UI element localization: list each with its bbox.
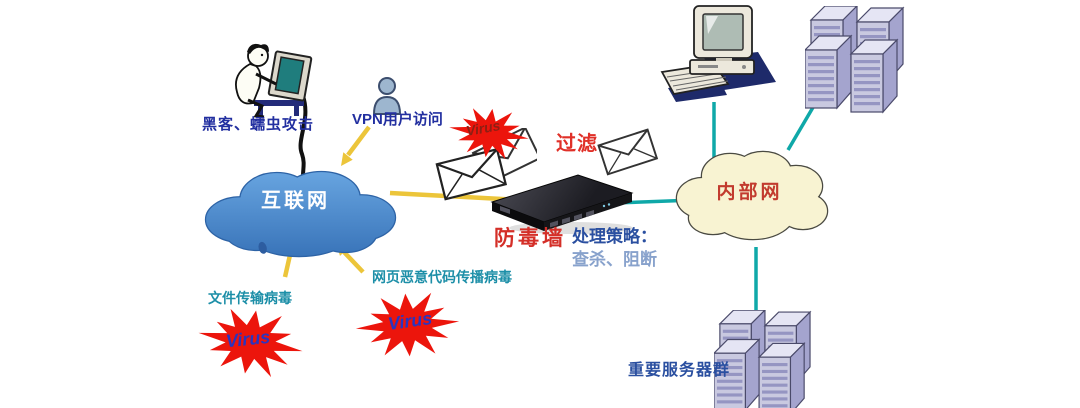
clean-mail-icon: [597, 128, 659, 176]
important-servers-label: 重要服务器群: [628, 362, 731, 379]
desktop-computer-icon: [660, 5, 776, 102]
internet-cloud-label: 互联网: [261, 190, 330, 212]
web-virus-label: 网页恶意代码传播病毒: [372, 269, 512, 285]
hacker-label: 黑客、蠕虫攻击: [202, 116, 315, 133]
internet-cloud: [204, 170, 397, 258]
file-virus-arrow-line: [282, 254, 293, 278]
policy-title: 处理策略：: [572, 227, 657, 246]
file-virus-label: 文件传输病毒: [208, 290, 292, 306]
server-group-top-icon: [805, 6, 904, 113]
vpn-user-icon: [372, 77, 402, 115]
vpn-arrow-head: [341, 152, 353, 166]
filter-label: 过滤: [556, 133, 598, 155]
hacker-at-computer-icon: [235, 43, 313, 119]
policy-body: 查杀、阻断: [572, 250, 657, 269]
vpn-arrow-line: [346, 125, 371, 157]
firewall-label: 防毒墙: [494, 227, 566, 250]
vpn-user-label: VPN用户访问: [352, 111, 443, 128]
intranet-cloud-label: 内部网: [716, 182, 783, 203]
firewall-device: [490, 174, 634, 234]
intranet-cloud: [675, 150, 829, 241]
web-virus-arrow-line: [342, 250, 365, 274]
computer-cable: [298, 95, 308, 177]
infected-mail-icon: [435, 128, 537, 201]
server-group-bottom-icon: [714, 310, 811, 408]
